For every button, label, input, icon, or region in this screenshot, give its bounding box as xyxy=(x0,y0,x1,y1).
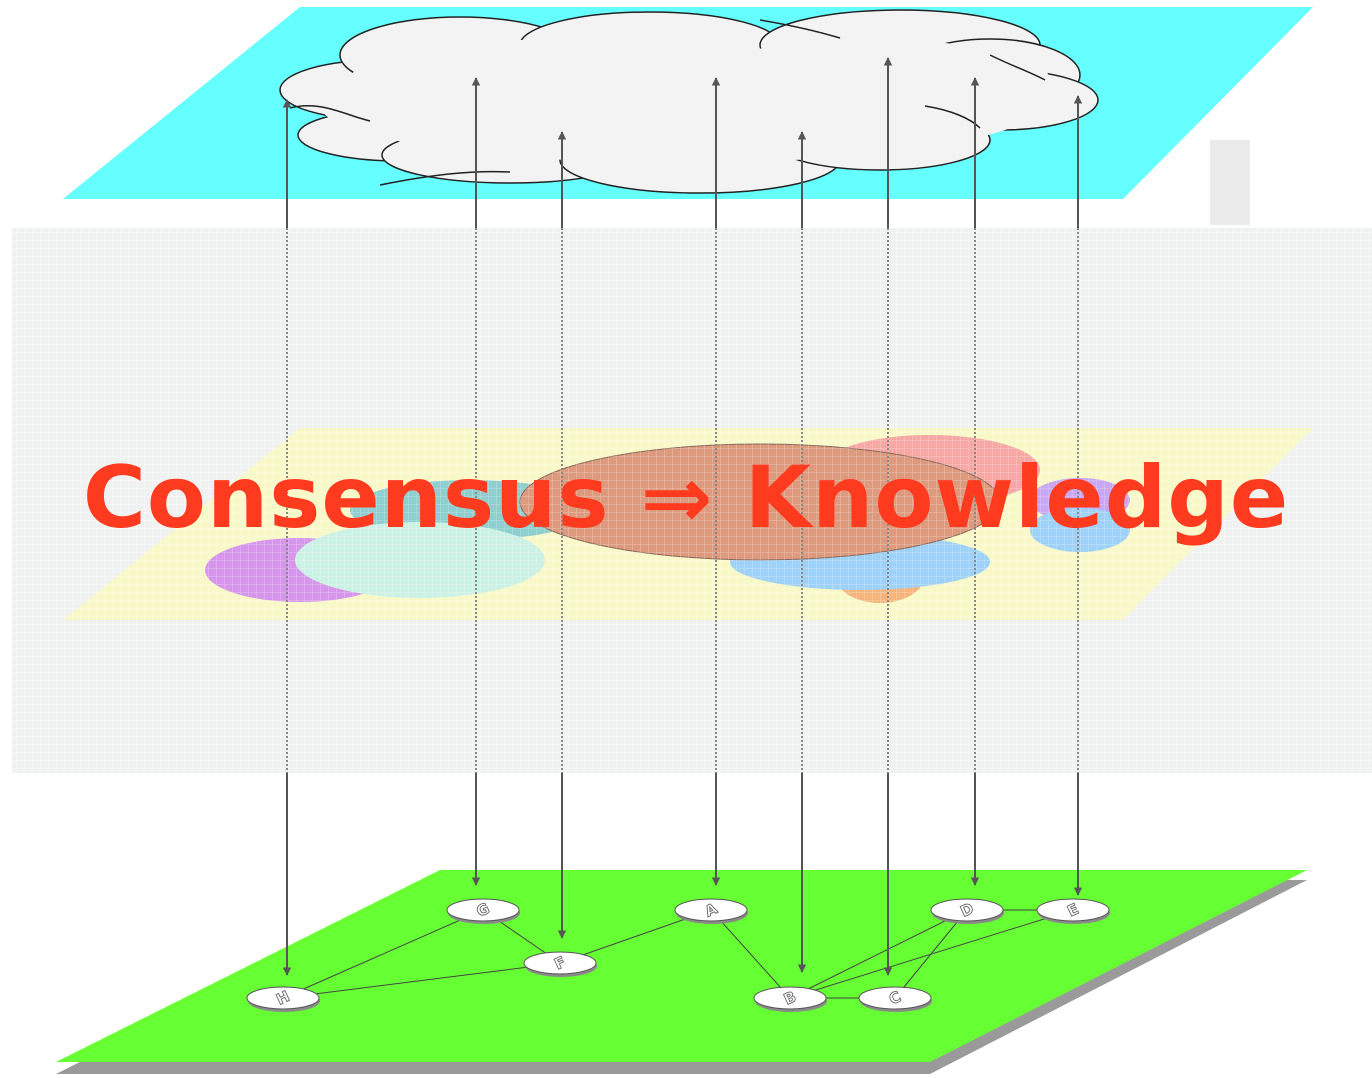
edge-C-D xyxy=(894,909,968,999)
node-E: E xyxy=(1036,898,1110,924)
vertical-arrows xyxy=(282,57,1083,976)
edge-H-F xyxy=(282,962,561,999)
edge-H-G xyxy=(282,909,484,999)
node-B: B xyxy=(753,986,827,1012)
node-G: G xyxy=(446,898,520,924)
node-H: H xyxy=(246,986,320,1012)
node-A: A xyxy=(674,898,748,924)
node-D: D xyxy=(930,898,1004,924)
node-C: C xyxy=(858,986,932,1012)
edge-B-D xyxy=(789,909,968,999)
grey-bar xyxy=(1210,140,1250,225)
cloud-icon xyxy=(279,9,1099,194)
edge-A-B xyxy=(710,909,791,999)
node-F: F xyxy=(523,951,597,977)
network-nodes: G A D E F H B C xyxy=(246,898,1110,1012)
